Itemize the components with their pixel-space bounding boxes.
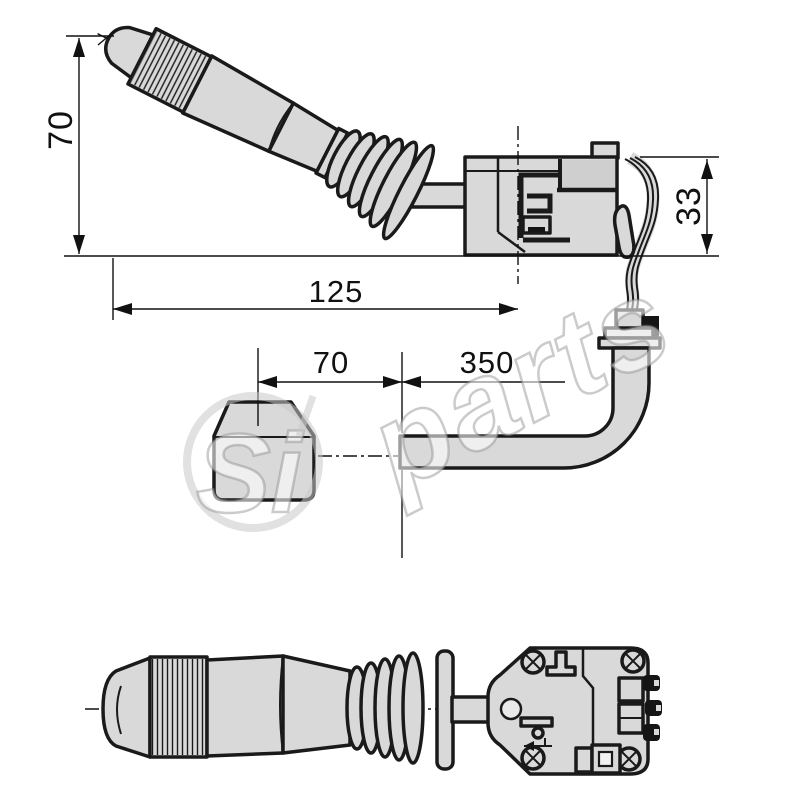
dim-knob-length: 70 bbox=[257, 345, 402, 426]
lever-tip-cap-bottom bbox=[101, 656, 152, 759]
dim-label-assembly-length: 125 bbox=[309, 274, 364, 309]
corner-screws bbox=[520, 648, 646, 772]
dim-lever-height: 70 bbox=[42, 28, 118, 254]
dim-label-tube-length: 350 bbox=[460, 345, 515, 380]
dimensioning: 70 125 33 70 bbox=[42, 28, 719, 426]
switch-body-side bbox=[463, 141, 620, 257]
bottom-view bbox=[85, 646, 662, 776]
lever-segment-2-bottom bbox=[281, 654, 352, 755]
watermark-brand-text: parts bbox=[345, 249, 693, 516]
lever-segment-1-bottom bbox=[205, 654, 285, 758]
detail-bar bbox=[519, 716, 554, 728]
bottom-socket-hole bbox=[597, 750, 614, 768]
screw bbox=[520, 745, 546, 771]
terminal-slot-1 bbox=[617, 676, 645, 703]
dim-body-height: 33 bbox=[640, 156, 719, 254]
watermark-accent bbox=[295, 394, 317, 438]
connector-terminals bbox=[643, 675, 662, 741]
screw bbox=[620, 648, 646, 674]
dim-assembly-length: 125 bbox=[112, 126, 519, 320]
body-shaded-region bbox=[561, 160, 615, 190]
watermark-ring bbox=[183, 392, 323, 532]
bellows-boot bbox=[325, 129, 436, 241]
screw bbox=[520, 649, 546, 675]
knurl-hatch bbox=[130, 31, 209, 110]
wire-fold-loop bbox=[612, 204, 636, 260]
dim-tube-length: 350 bbox=[402, 345, 565, 388]
detail-arrow bbox=[524, 741, 534, 751]
bellows-boot-bottom bbox=[345, 649, 455, 771]
lever-tip-cap bbox=[103, 25, 155, 80]
switch-body-top-view bbox=[486, 646, 650, 776]
dim-label-knob-length: 70 bbox=[313, 345, 349, 380]
detent-tab bbox=[545, 650, 577, 677]
dim-label-lever-height: 70 bbox=[42, 110, 80, 150]
grommet-collar bbox=[597, 308, 662, 350]
lever bbox=[97, 25, 436, 241]
boot-end-disc bbox=[381, 143, 436, 241]
watermark-circle-text: Si bbox=[196, 411, 305, 536]
conduit-tube bbox=[398, 346, 651, 470]
gate-slot-maze bbox=[518, 172, 570, 243]
detail-pin bbox=[531, 726, 545, 740]
pivot-hole bbox=[499, 697, 523, 721]
dim-label-body-height: 33 bbox=[670, 186, 708, 226]
wire-bundle bbox=[612, 152, 660, 315]
body-internal-divider bbox=[581, 649, 595, 745]
top-view bbox=[97, 25, 662, 350]
body-chamfer-line bbox=[497, 230, 526, 254]
watermark: Si parts bbox=[183, 248, 695, 537]
